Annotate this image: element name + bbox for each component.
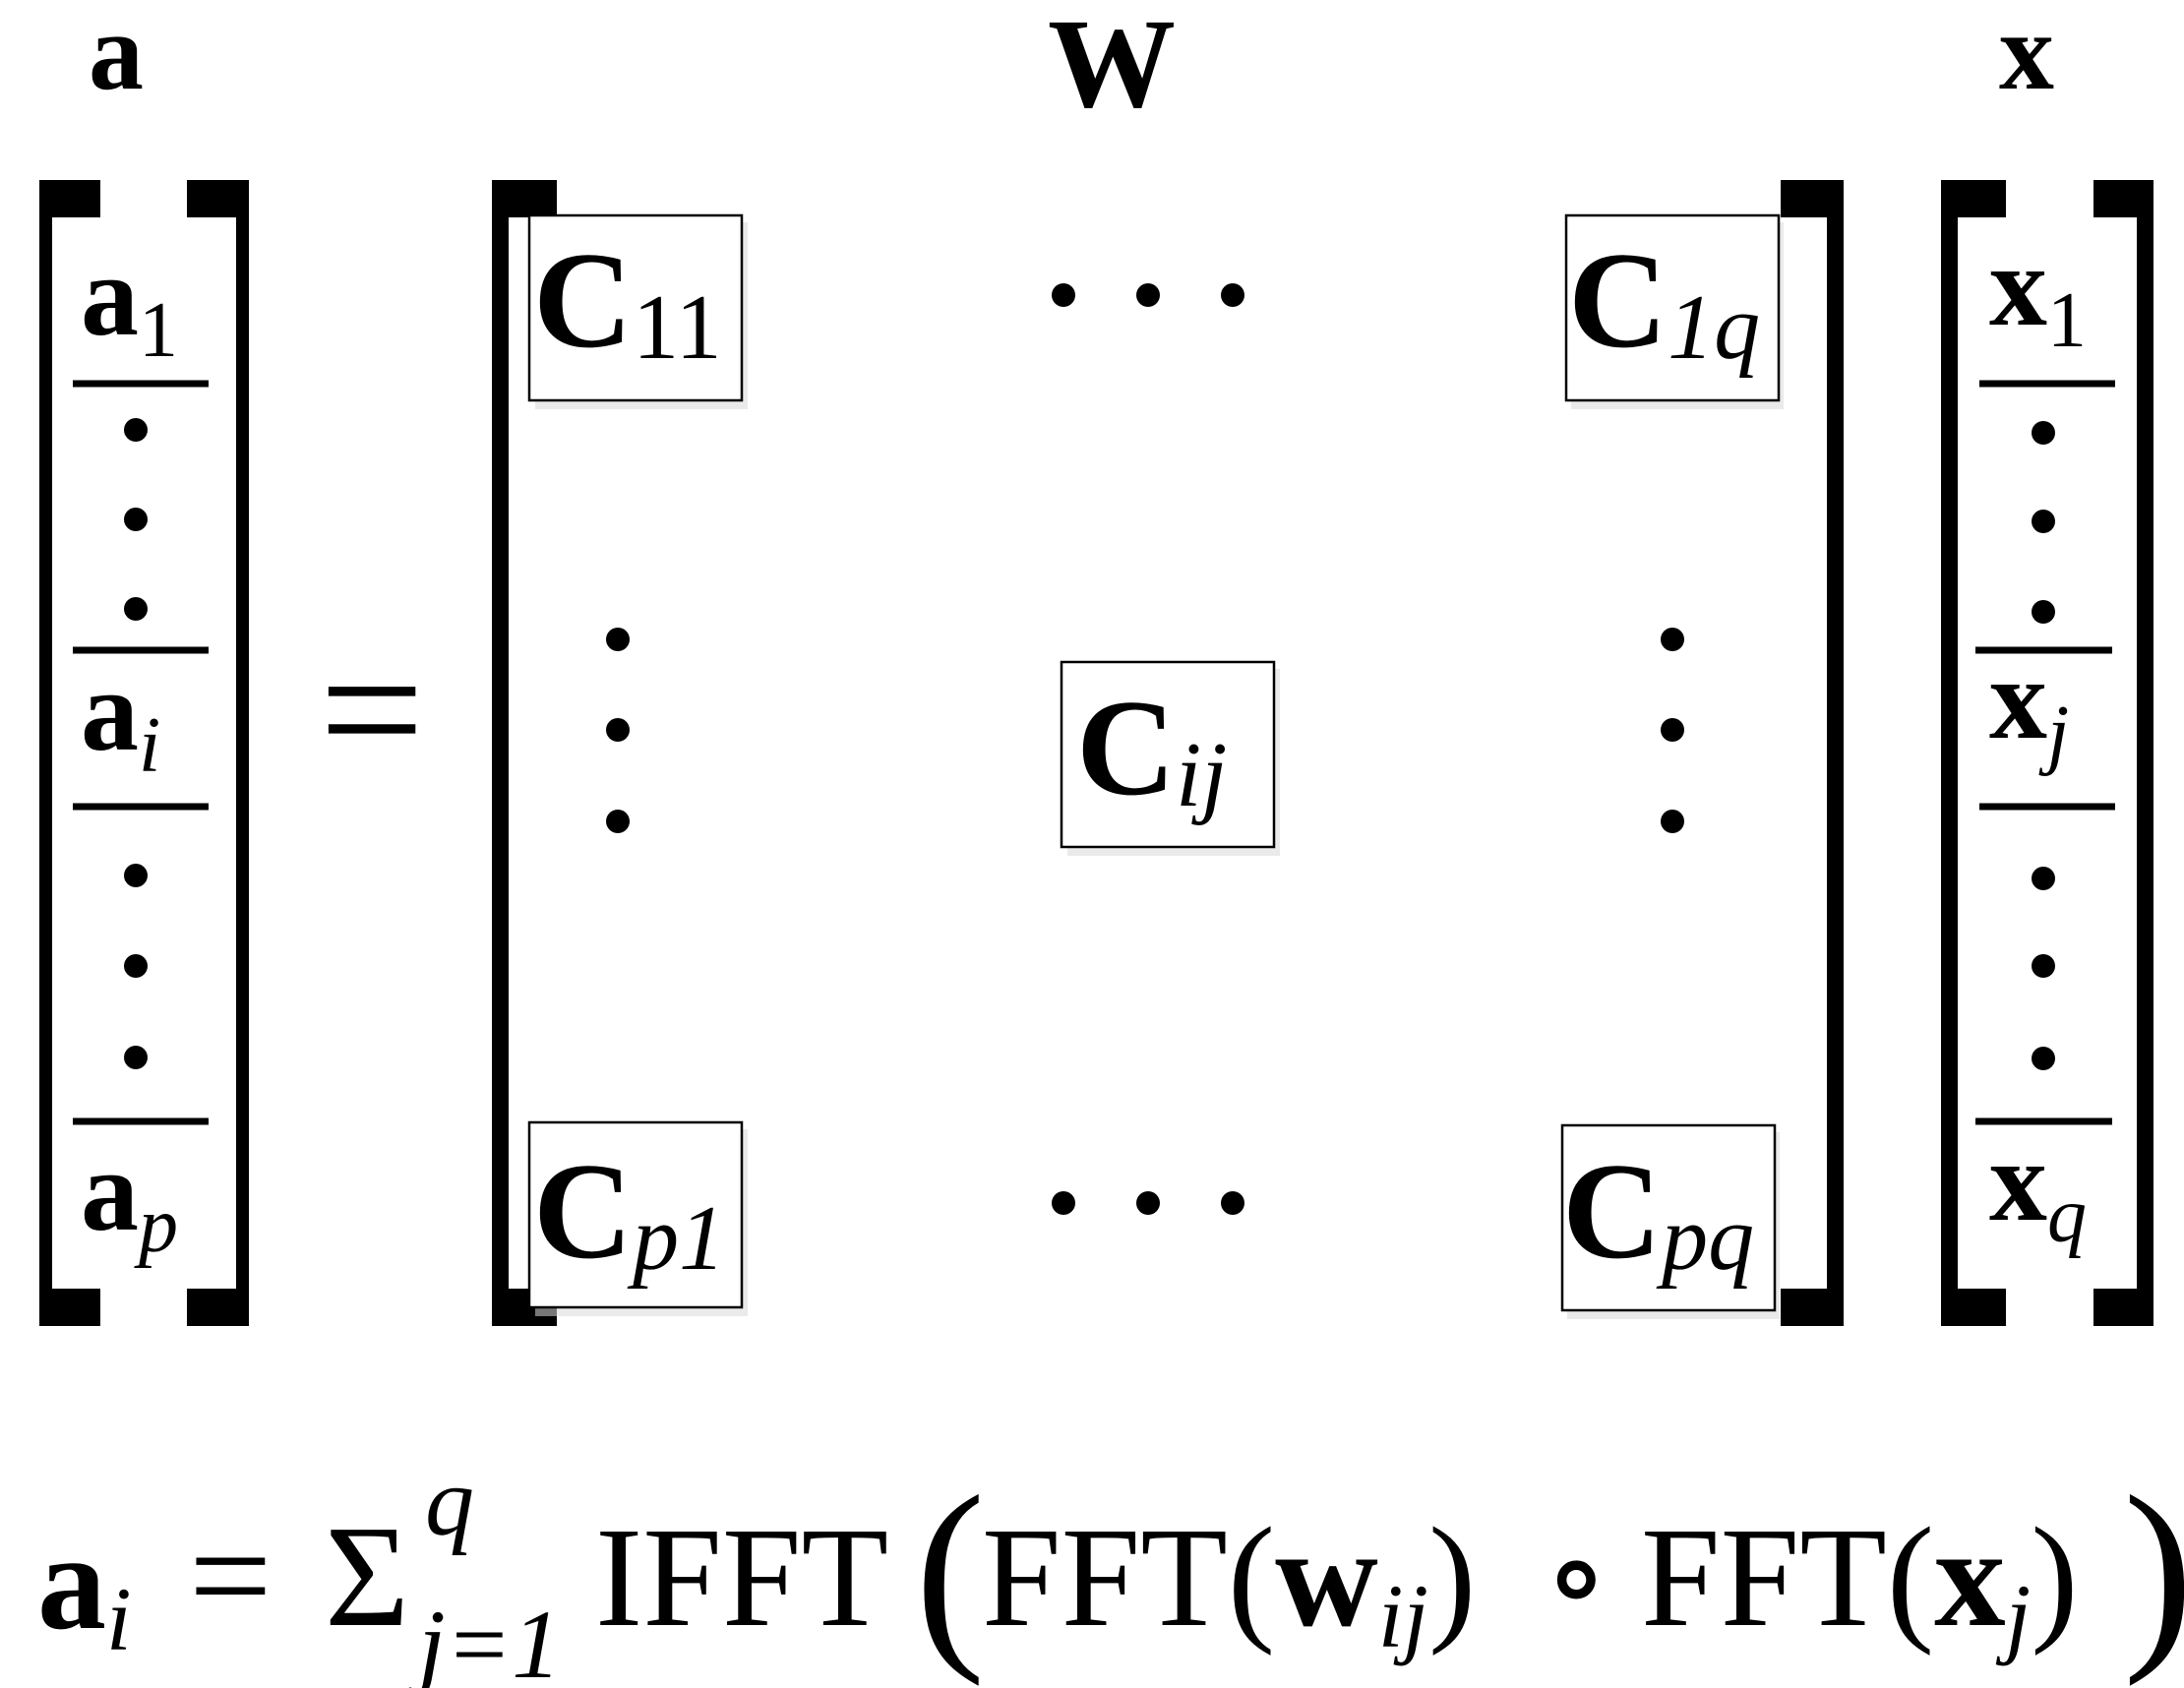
matrix-W-left-bracket <box>492 180 557 1326</box>
vector-x-dot <box>2032 421 2055 445</box>
vector-a-entry-1: a1 <box>81 231 178 374</box>
vector-a-dot <box>124 508 148 531</box>
block-Cij: Cij <box>1060 660 1280 856</box>
block-Cp1: Cp1 <box>527 1120 748 1316</box>
vector-a-dot <box>124 864 148 887</box>
formula-ifft: IFFT <box>595 1499 888 1657</box>
formula-big-paren-close: ) <box>2123 1452 2184 1687</box>
vector-a-dot <box>124 418 148 442</box>
summation-formula: ai = Σ q j=1 IFFT ( FFT(wij) ∘ FFT(xj) ) <box>37 1447 2184 1688</box>
equals-sign: = <box>319 607 424 814</box>
block-C11: C11 <box>527 213 748 409</box>
matrix-vdots-right <box>1661 628 1684 833</box>
vector-a-entry-p: ap <box>81 1126 178 1269</box>
vector-a-left-bracket <box>39 180 100 1326</box>
formula-sigma-sup: q <box>425 1447 474 1556</box>
vector-x-entry-j: xj <box>1989 634 2069 777</box>
svg-text:C11: C11 <box>533 224 722 379</box>
formula-fft-w: FFT(wij) <box>982 1499 1476 1666</box>
formula-fft-x: FFT(xj) <box>1641 1499 2079 1666</box>
matrix-ellipsis-top <box>1052 283 1244 307</box>
vector-x-dot <box>2032 867 2055 890</box>
svg-text:Cp1: Cp1 <box>533 1135 725 1290</box>
vector-x-right-bracket <box>2093 180 2154 1326</box>
matrix-ellipsis-bottom <box>1052 1191 1244 1215</box>
vector-a-right-bracket <box>187 180 249 1326</box>
header-W: W <box>1048 0 1176 135</box>
header-a: a <box>89 0 144 113</box>
header-x: x <box>1999 0 2054 113</box>
block-Cpq: Cpq <box>1560 1123 1780 1319</box>
svg-text:C1q: C1q <box>1568 224 1760 379</box>
vector-a-dot <box>124 597 148 621</box>
vector-x-dot <box>2032 1047 2055 1070</box>
svg-text:Cij: Cij <box>1076 672 1227 826</box>
vector-x-entry-q: xq <box>1989 1116 2087 1259</box>
vector-a-entry-i: ai <box>81 646 160 789</box>
formula-circ: ∘ <box>1543 1501 1610 1654</box>
matrix-W-right-bracket <box>1781 180 1844 1326</box>
formula-big-paren-open: ( <box>915 1452 986 1687</box>
formula-sigma: Σ <box>325 1496 409 1658</box>
vector-a-dot <box>124 954 148 978</box>
block-C1q: C1q <box>1564 213 1784 409</box>
vector-x-dot <box>2032 510 2055 533</box>
vector-x-left-bracket <box>1941 180 2006 1326</box>
svg-text:Cpq: Cpq <box>1562 1135 1754 1290</box>
vector-x-entry-1: x1 <box>1989 221 2087 364</box>
formula-sigma-sub: j=1 <box>407 1590 561 1688</box>
formula-lhs: ai <box>37 1506 132 1669</box>
vector-x-dot <box>2032 954 2055 978</box>
vector-x-dot <box>2032 600 2055 624</box>
formula-equals: = <box>189 1494 273 1658</box>
vector-a-dot <box>124 1046 148 1069</box>
matrix-vdots-left <box>606 628 630 833</box>
